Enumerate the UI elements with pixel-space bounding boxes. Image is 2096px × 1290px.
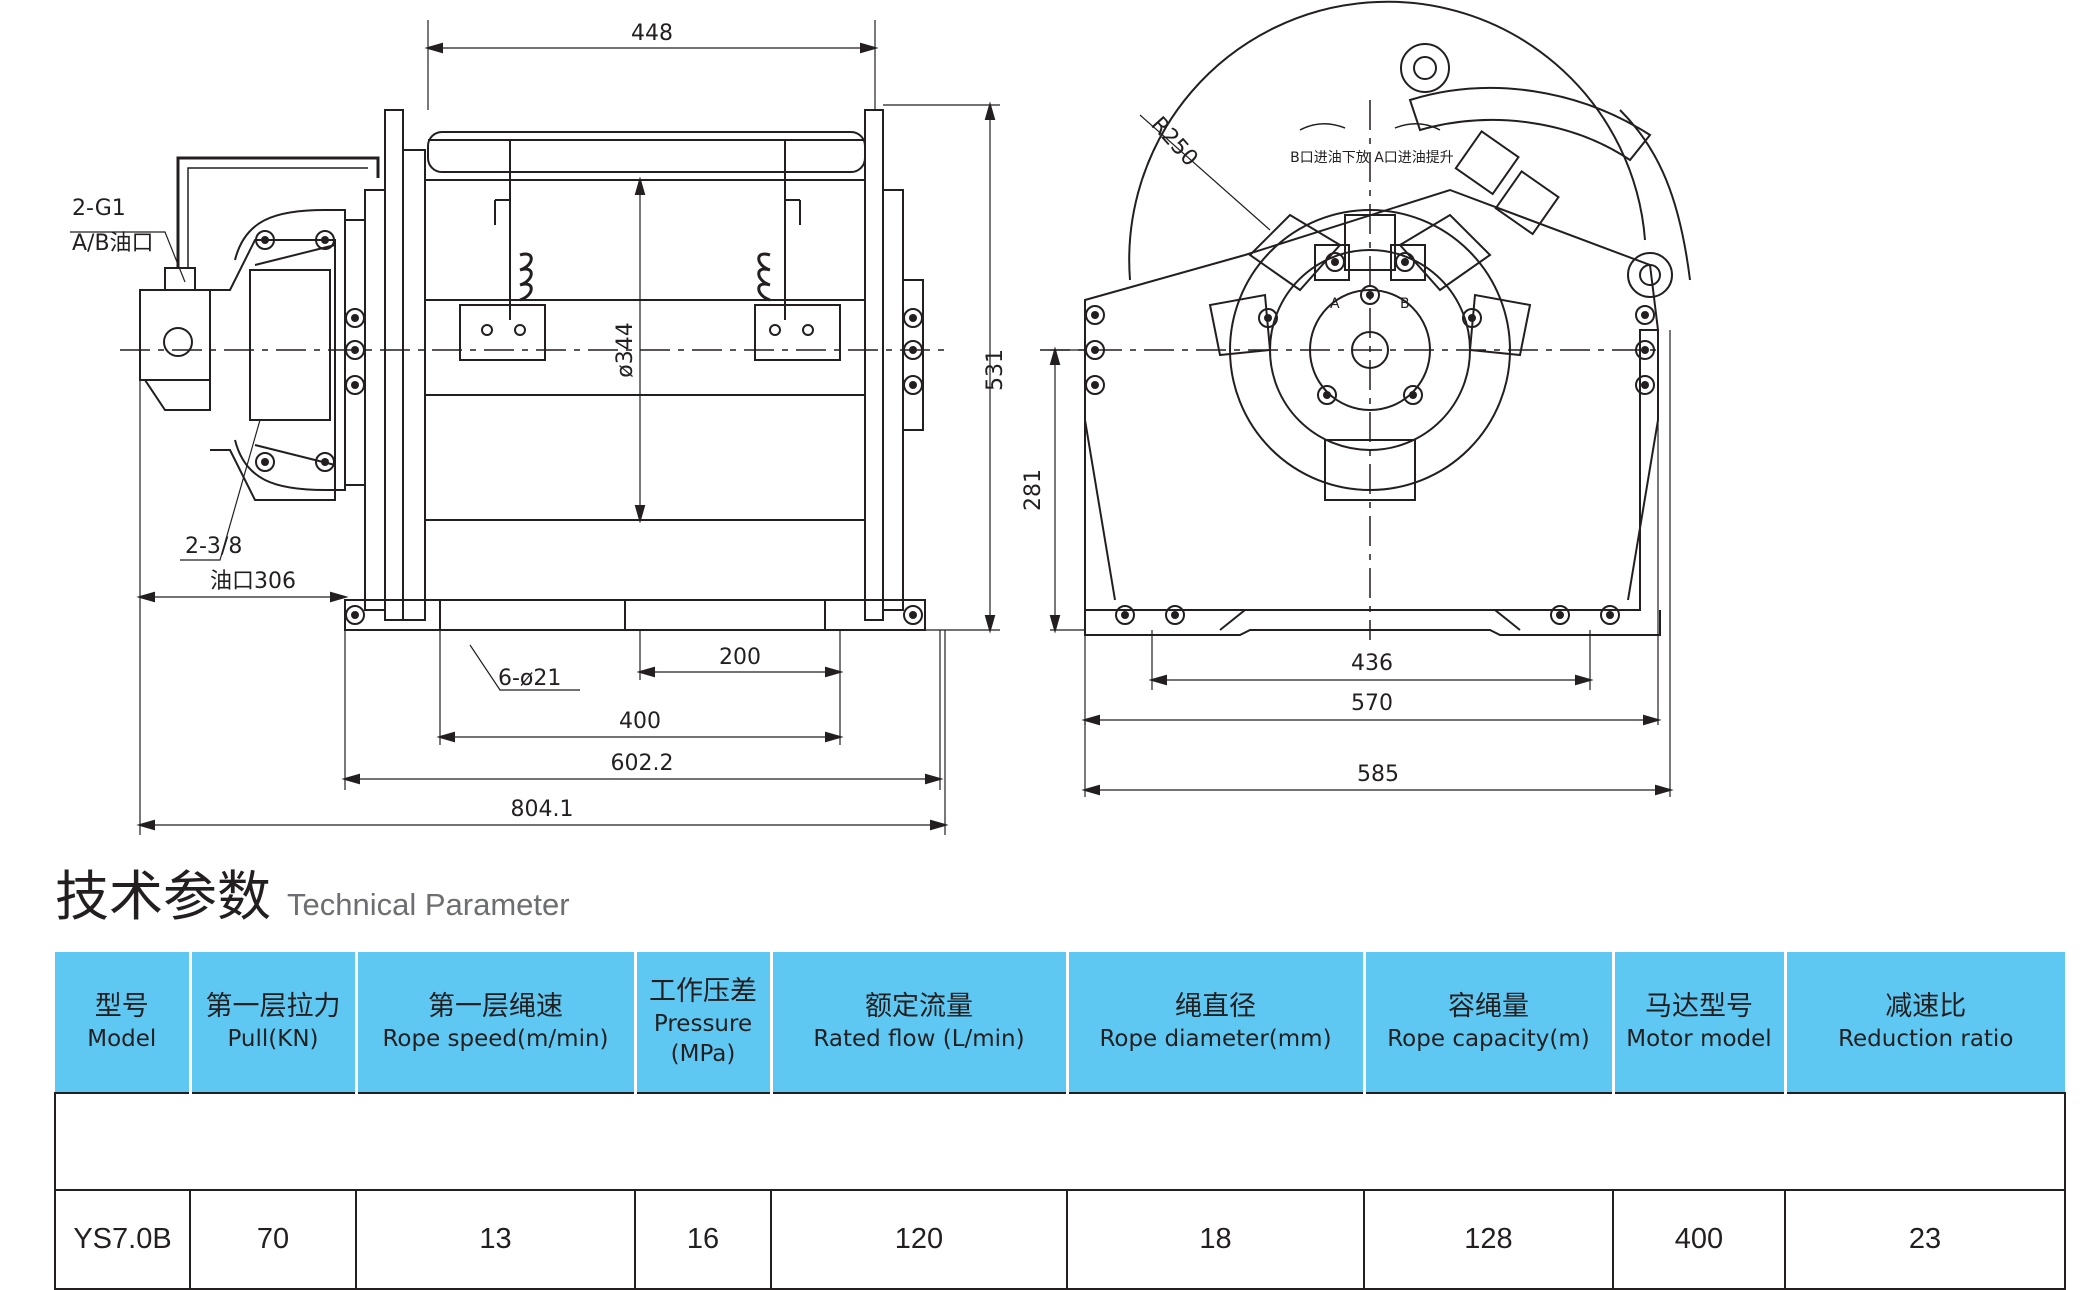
dim-436: 436 bbox=[1351, 651, 1393, 676]
label-port-b: B bbox=[1400, 296, 1410, 312]
technical-drawing: 448 531 ø344 200 400 602.2 804.1 2-G1 A/… bbox=[70, 0, 1691, 835]
label-port-g1: 2-G1 bbox=[72, 196, 126, 221]
title-english: Technical Parameter bbox=[287, 887, 570, 922]
spring-guide-left bbox=[459, 140, 546, 361]
dim-804: 804.1 bbox=[511, 797, 574, 822]
cell-rope-speed: 13 bbox=[355, 1189, 636, 1290]
title-chinese: 技术参数 bbox=[55, 865, 271, 928]
table-row: YS7.0B 70 13 16 120 18 128 400 23 bbox=[54, 1189, 2066, 1290]
label-holes: 6-ø21 bbox=[498, 666, 561, 691]
dim-400: 400 bbox=[619, 709, 661, 734]
side-view-bolts bbox=[255, 230, 923, 625]
dim-602: 602.2 bbox=[611, 751, 674, 776]
spring-guide-right bbox=[754, 140, 841, 361]
dim-585: 585 bbox=[1357, 762, 1399, 787]
cell-rope-capacity: 128 bbox=[1363, 1189, 1614, 1290]
dim-281: 281 bbox=[1021, 469, 1046, 511]
cell-rope-diameter: 18 bbox=[1066, 1189, 1365, 1290]
dim-570: 570 bbox=[1351, 691, 1393, 716]
side-view bbox=[70, 20, 1000, 835]
cell-pressure: 16 bbox=[634, 1189, 772, 1290]
dim-200: 200 bbox=[719, 645, 761, 670]
label-port-306: 油口306 bbox=[210, 569, 296, 594]
label-rotation-direction: B口进油下放 A口进油提升 bbox=[1290, 150, 1454, 166]
dim-448: 448 bbox=[631, 21, 673, 46]
front-view bbox=[1040, 0, 1691, 797]
label-port-38: 2-3/8 bbox=[185, 534, 242, 559]
cell-model: YS7.0B bbox=[54, 1189, 191, 1290]
dim-531: 531 bbox=[983, 349, 1008, 391]
label-port-ab: A/B油口 bbox=[72, 231, 154, 256]
cell-pull: 70 bbox=[189, 1189, 357, 1290]
section-title: 技术参数 Technical Parameter bbox=[55, 852, 570, 928]
cell-reduction-ratio: 23 bbox=[1784, 1189, 2066, 1290]
cell-rated-flow: 120 bbox=[770, 1189, 1068, 1290]
cell-motor-model: 400 bbox=[1612, 1189, 1786, 1290]
side-view-labels: 448 531 ø344 200 400 602.2 804.1 2-G1 A/… bbox=[72, 21, 1008, 822]
label-port-a: A bbox=[1330, 296, 1340, 312]
dim-drum-diameter: ø344 bbox=[613, 322, 638, 377]
